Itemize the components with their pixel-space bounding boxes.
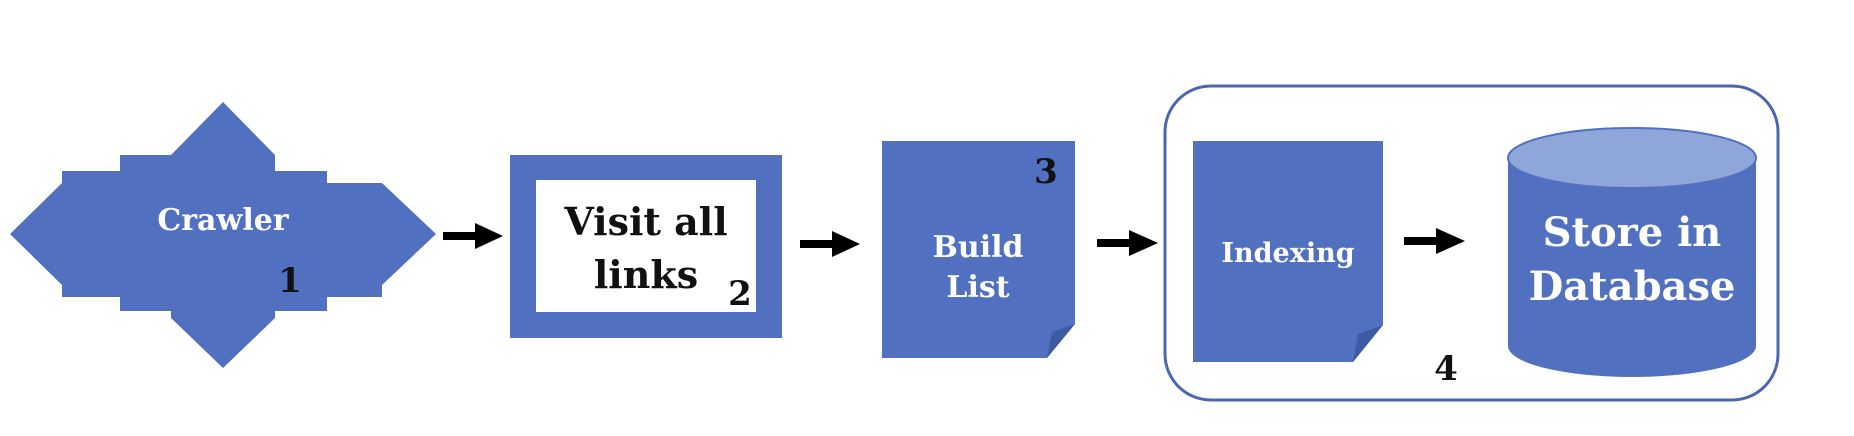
build-list-fold	[1047, 324, 1075, 358]
database-shape: Store in Database	[1507, 127, 1757, 377]
arrow-indexing-to-store	[1404, 228, 1465, 254]
database-label-line-1: Store in	[1543, 209, 1722, 256]
step-number-2: 2	[728, 274, 752, 314]
crawler-shape: Crawler 1	[10, 102, 436, 368]
indexing-fold	[1353, 325, 1383, 362]
indexing-store-group	[1163, 84, 1780, 402]
visit-links-label-line-1: Visit all	[563, 199, 727, 244]
build-list-label-line-2: List	[946, 270, 1009, 305]
four-way-arrow-shape	[10, 102, 436, 368]
arrow-visit-to-build	[800, 231, 860, 257]
database-body	[1508, 158, 1756, 377]
visit-links-label-line-2: links	[594, 252, 698, 297]
database-top	[1507, 127, 1757, 189]
step-number-4: 4	[1434, 349, 1458, 389]
visit-links-shape: Visit all links 2	[510, 155, 782, 338]
indexing-shape: Indexing	[1193, 141, 1383, 362]
step-number-1: 1	[278, 261, 302, 301]
crawler-label: Crawler	[157, 203, 289, 238]
build-list-shape: Build List 3	[882, 141, 1075, 358]
visit-links-inner	[536, 180, 756, 312]
build-list-label-line-1: Build	[933, 230, 1024, 265]
step-number-3: 3	[1034, 152, 1058, 192]
indexing-label: Indexing	[1221, 238, 1354, 269]
build-list-page	[882, 141, 1075, 358]
database-label-line-2: Database	[1529, 263, 1736, 310]
arrow-crawler-to-visit	[443, 223, 503, 249]
indexing-page	[1193, 141, 1383, 362]
arrow-build-to-indexing	[1097, 230, 1158, 256]
